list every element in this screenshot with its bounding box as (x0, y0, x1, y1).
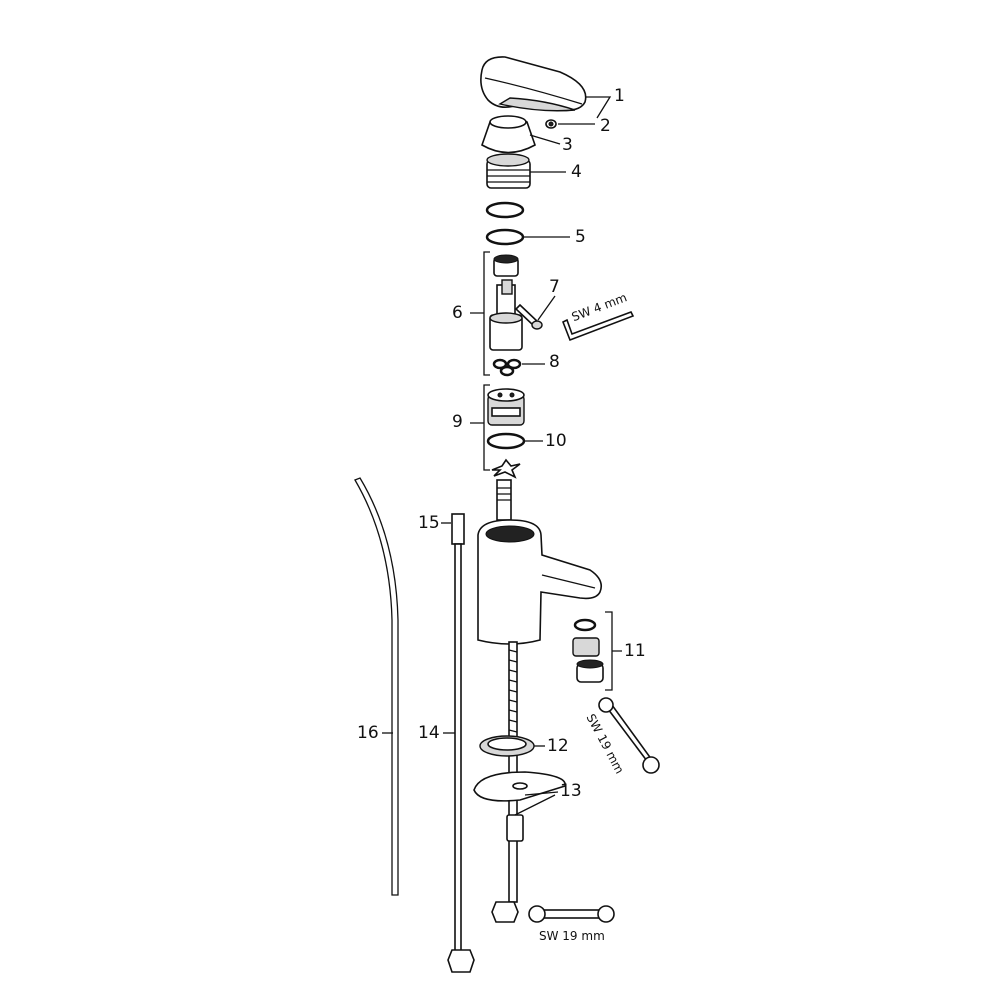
part-clip (491, 458, 521, 479)
part-handle-lever (480, 56, 587, 112)
part-o-rings (485, 201, 525, 246)
leader-lines (382, 96, 612, 816)
callout-7: 7 (549, 277, 560, 297)
part-grub-screw (545, 119, 557, 129)
callout-8: 8 (549, 352, 560, 372)
callout-3: 3 (562, 135, 573, 155)
part-horseshoe-nut (473, 771, 566, 923)
wrench-icon (598, 697, 660, 774)
callout-11: 11 (624, 641, 646, 661)
hex-key-icon (561, 310, 635, 342)
callout-13: 13 (560, 781, 582, 801)
part-aerator (572, 618, 604, 683)
part-screw (514, 303, 543, 330)
wrench-bottom-size-label: SW 19 mm (539, 929, 605, 943)
part-washer-12 (479, 735, 535, 757)
callout-10: 10 (545, 431, 567, 451)
callout-1: 1 (614, 86, 625, 106)
callout-15: 15 (418, 513, 440, 533)
bracket-11 (605, 611, 622, 691)
part-supply-hose (447, 513, 475, 973)
callout-5: 5 (575, 227, 586, 247)
part-bent-pipe (354, 477, 399, 896)
part-washers (492, 358, 522, 377)
part-o-ring-10 (486, 432, 526, 450)
part-threaded-nut (486, 153, 531, 189)
part-cover-cap (481, 115, 536, 154)
callout-6: 6 (452, 303, 463, 323)
callout-2: 2 (600, 116, 611, 136)
part-faucet-body (477, 479, 603, 645)
callout-12: 12 (547, 736, 569, 756)
callout-4: 4 (571, 162, 582, 182)
callout-16: 16 (357, 723, 379, 743)
callout-9: 9 (452, 412, 463, 432)
part-valve-insert (487, 388, 525, 426)
bracket-9 (470, 384, 490, 471)
bracket-6 (470, 251, 490, 376)
wrench-bottom-icon (528, 905, 615, 923)
part-cartridge (489, 254, 523, 351)
callout-14: 14 (418, 723, 440, 743)
